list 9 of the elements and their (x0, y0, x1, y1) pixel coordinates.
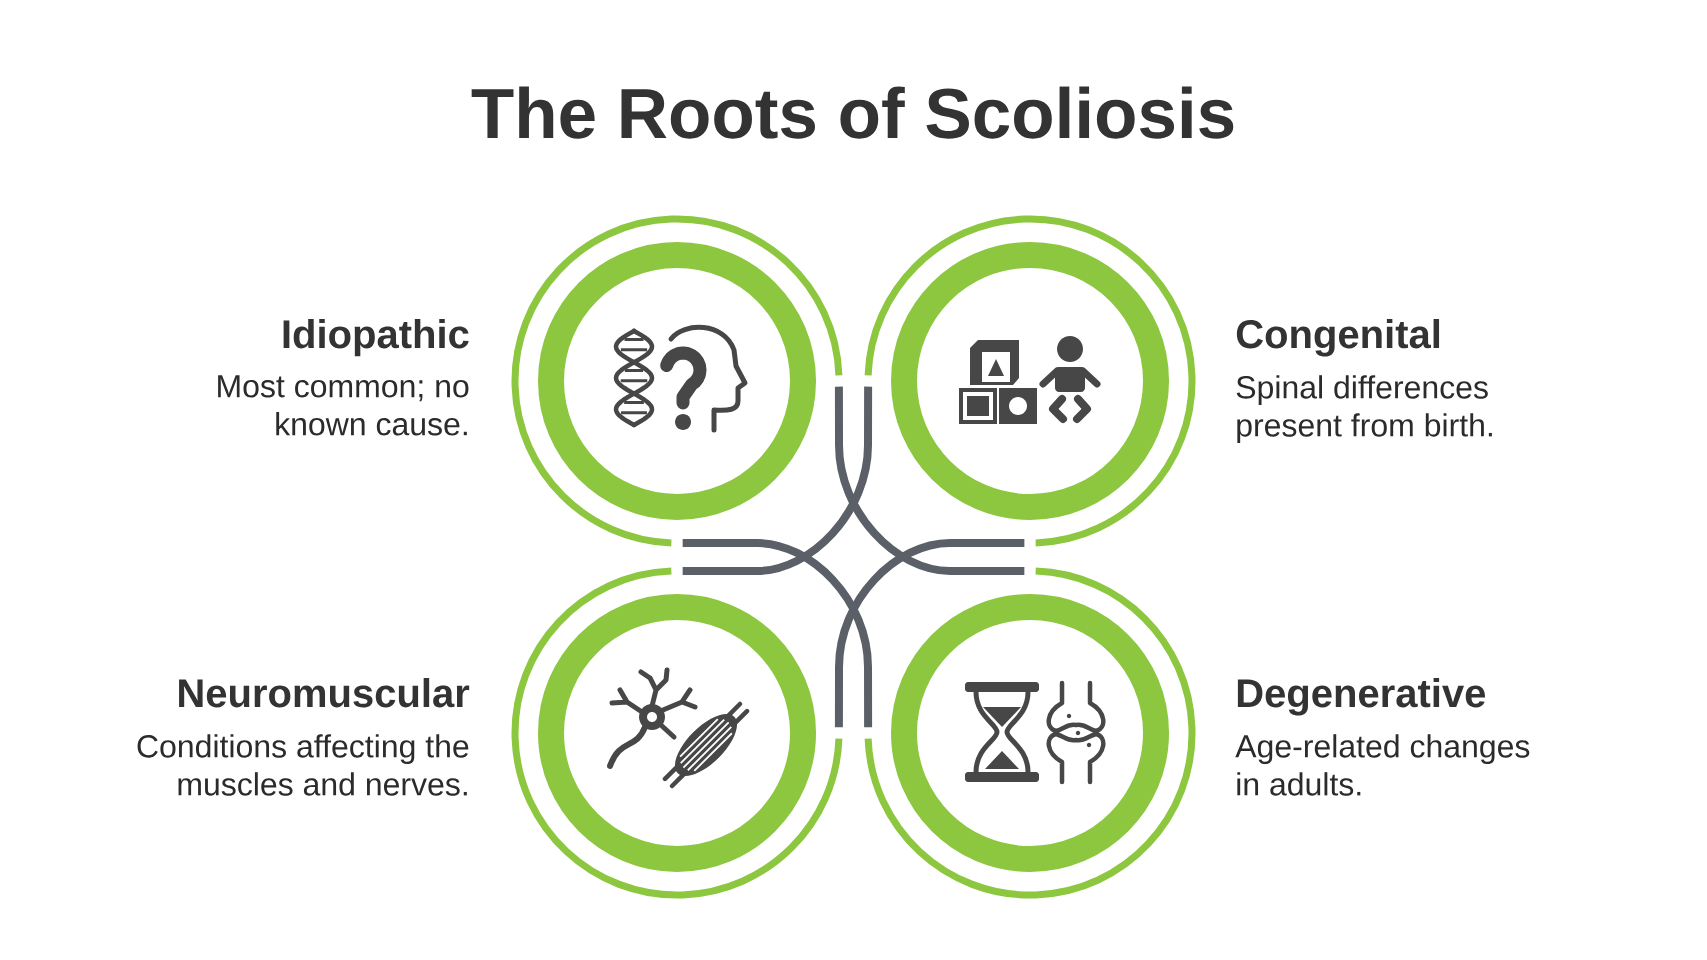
description: Most common; no known cause. (218, 375, 469, 436)
heading: Congenital (1236, 319, 1440, 357)
title: The Roots of Scoliosis (471, 86, 1234, 139)
description: Conditions affecting the muscles and nerves. (137, 734, 469, 796)
description: Spinal differences present from birth. (1236, 375, 1492, 443)
heading: Degenerative (1237, 678, 1486, 716)
heading: Neuromuscular (179, 678, 470, 708)
description: Age-related changes in adults. (1235, 734, 1530, 796)
heading: Idiopathic (283, 319, 469, 357)
